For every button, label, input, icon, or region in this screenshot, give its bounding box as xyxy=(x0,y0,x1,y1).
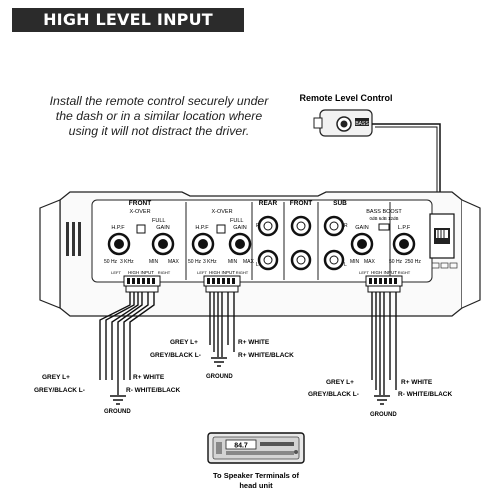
remote-label: Remote Level Control xyxy=(299,93,392,103)
sub-ground-symbol xyxy=(374,395,390,405)
sub-bass-boost-switch[interactable] xyxy=(378,223,390,231)
rear-gain-label: GAIN xyxy=(233,225,246,231)
rear-high-input-connector[interactable] xyxy=(203,275,241,293)
head-unit-display: 84.7 xyxy=(234,443,248,450)
section-sub-label: SUB xyxy=(333,200,347,207)
front-right-label: RIGHT xyxy=(158,270,171,275)
sub-freq-max-label: 250 Hz xyxy=(405,259,421,265)
front-grey-black-minus-label: GREY/BLACK L- xyxy=(34,387,85,394)
head-unit-caption-line1: To Speaker Terminals of xyxy=(213,471,299,480)
head-unit-caption-line2: head unit xyxy=(239,481,273,490)
remote-knob-label: BASS xyxy=(355,121,369,127)
front-max-label: MAX xyxy=(168,259,180,265)
rear-ground-label: GROUND xyxy=(206,374,233,380)
rear-grey-plus-label: GREY L+ xyxy=(170,339,198,346)
rear-left-label: LEFT xyxy=(197,270,207,275)
sub-wire-harness xyxy=(371,292,397,395)
section-front-label: FRONT xyxy=(129,200,151,207)
front-ground-label: GROUND xyxy=(104,409,131,415)
sub-high-input-label: HIGH INPUT xyxy=(371,270,397,275)
remote-level-control[interactable]: BASS xyxy=(313,109,373,137)
instruction-line: the dash or in a similar location where xyxy=(55,109,263,123)
section-front2-label: FRONT xyxy=(290,200,312,207)
compliance-marks-icon xyxy=(431,262,458,269)
front-gain-label: GAIN xyxy=(156,225,169,231)
sub-lpf-label: L.P.F xyxy=(398,225,411,231)
front-hpf-label: H.P.F xyxy=(111,225,125,231)
sub-right-label: RIGHT xyxy=(398,270,411,275)
front-grey-plus-label: GREY L+ xyxy=(42,374,70,381)
front-r-minus-label: R- WHITE/BLACK xyxy=(126,387,180,394)
sub-high-input-connector[interactable] xyxy=(365,275,403,293)
front-xover-switch[interactable] xyxy=(136,224,146,234)
rear-right-label: RIGHT xyxy=(236,270,249,275)
instruction-line: Install the remote control securely unde… xyxy=(49,94,269,108)
sub-grey-plus-label: GREY L+ xyxy=(326,379,354,386)
rear-r-minus-label: R+ WHITE/BLACK xyxy=(238,352,294,359)
rear-max-label: MAX xyxy=(243,259,255,265)
page-title: HIGH LEVEL INPUT WIRING xyxy=(12,8,244,53)
front-freq-min-label: 50 Hz xyxy=(104,259,118,265)
front-freq-max-label: 3 KHz xyxy=(120,259,134,265)
remote-jack[interactable] xyxy=(429,213,455,259)
rear-freq-min-label: 50 Hz xyxy=(188,259,202,265)
rca-inputs: R L R L xyxy=(256,215,348,271)
install-instructions: Install the remote control securely unde… xyxy=(30,94,288,139)
front-ground-symbol xyxy=(110,395,126,405)
rear-xover-label: X-OVER xyxy=(211,209,232,215)
rear-freq-max-label: 3 KHz xyxy=(203,259,217,265)
rear-hpf-label: H.P.F xyxy=(195,225,209,231)
sub-bass-boost-db-label: 0dB 6dB 12dB xyxy=(369,216,398,221)
front-high-input-label: HIGH INPUT xyxy=(128,270,154,275)
remote-cable xyxy=(372,123,441,215)
instruction-line: using it will not distract the driver. xyxy=(68,124,250,138)
sub-max-label: MAX xyxy=(364,259,376,265)
front-r-plus-label: R+ WHITE xyxy=(133,374,165,381)
sub-min-label: MIN xyxy=(350,259,360,265)
front-left-label: LEFT xyxy=(111,270,121,275)
rca-sub-r-label: R xyxy=(344,223,348,229)
rear-min-label: MIN xyxy=(228,259,238,265)
sub-r-plus-label: R+ WHITE xyxy=(401,379,433,386)
rear-high-input-label: HIGH INPUT xyxy=(209,270,235,275)
rear-wire-harness xyxy=(209,292,235,357)
rca-l-label: L xyxy=(256,262,259,268)
rear-r-plus-label: R+ WHITE xyxy=(238,339,270,346)
front-high-input-connector[interactable] xyxy=(123,275,161,293)
front-xover-label: X-OVER xyxy=(129,209,150,215)
rear-xover-switch[interactable] xyxy=(216,224,226,234)
head-unit: 84.7 xyxy=(207,432,305,464)
rear-grey-black-minus-label: GREY/BLACK L- xyxy=(150,352,201,359)
sub-gain-label: GAIN xyxy=(355,225,368,231)
sub-grey-black-minus-label: GREY/BLACK L- xyxy=(308,391,359,398)
section-rear-label: REAR xyxy=(259,200,278,207)
sub-r-minus-label: R- WHITE/BLACK xyxy=(398,391,452,398)
front-wire-harness xyxy=(99,292,155,395)
sub-ground-label: GROUND xyxy=(370,412,397,418)
front-full-label: FULL xyxy=(152,218,165,224)
front-min-label: MIN xyxy=(149,259,159,265)
rear-ground-symbol xyxy=(211,357,227,367)
sub-freq-min-label: 50 Hz xyxy=(389,259,403,265)
sub-bass-boost-label: BASS BOOST xyxy=(366,209,402,215)
rca-sub-l-label: L xyxy=(344,262,347,268)
rear-full-label: FULL xyxy=(230,218,243,224)
sub-left-label: LEFT xyxy=(359,270,369,275)
